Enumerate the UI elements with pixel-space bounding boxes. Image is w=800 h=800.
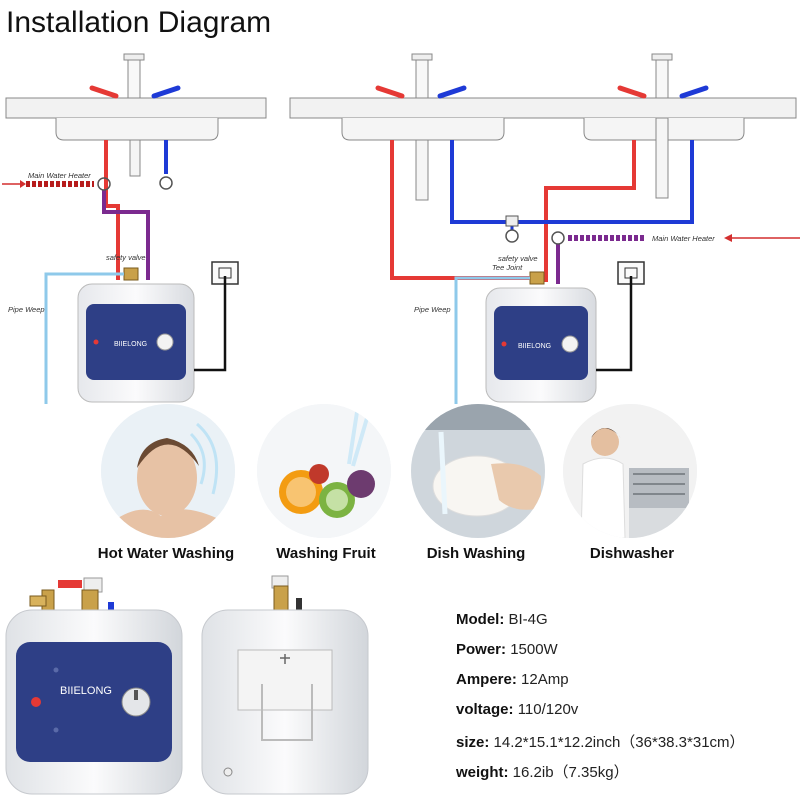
heater-panel-2 [494, 306, 588, 380]
hot-pipe [104, 140, 120, 280]
tee-fitting-icon [505, 215, 519, 227]
installation-diagram: Main Water Heater safety valve Pipe Weep… [2, 53, 800, 404]
power-cord [194, 276, 227, 372]
safety-valve-label-2: safety valve [498, 254, 538, 263]
pipe-weep-label-2: Pipe Weep [414, 305, 451, 314]
drain-pipe [129, 139, 141, 177]
temperature-dial-icon [121, 687, 151, 717]
safety-valve-icon [123, 267, 139, 281]
heater-front-view: BIIELONG [5, 577, 183, 795]
spec-power: Power: 1500W [456, 641, 558, 658]
safety-valve-label: safety valve [106, 253, 146, 262]
hot-pipe-right [544, 140, 636, 282]
pipe-weep-label: Pipe Weep [8, 305, 45, 314]
cold-handle [151, 85, 181, 99]
heater-brand: BIIELONG [114, 341, 147, 348]
temperature-knob-icon [156, 333, 174, 351]
hot-handle [89, 85, 119, 99]
spec-voltage: voltage: 110/120v [456, 701, 579, 718]
countertop-double [289, 97, 797, 119]
valve-icon [97, 177, 111, 191]
spec-model: Model: BI-4G [456, 611, 548, 628]
cold-valve-icon [159, 176, 173, 190]
left-sink-setup: Main Water Heater safety valve Pipe Weep… [2, 53, 267, 404]
cold-pipe-loop [450, 140, 694, 224]
heater-front-brand: BIIELONG [60, 685, 112, 697]
mixed-pipe [102, 190, 150, 280]
safety-valve-icon-2 [529, 271, 545, 285]
spec-weight: weight: 16.2ib（7.35kg） [456, 764, 629, 781]
usecase-label-washing-fruit: Washing Fruit [276, 545, 376, 562]
usecase-label-dish-washing: Dish Washing [426, 545, 526, 562]
main-heater-label: Main Water Heater [28, 171, 91, 180]
right-sink-setup: Main Water Heater safety valve Tee Joint… [289, 53, 800, 404]
dish-washing-photo [411, 404, 545, 538]
usecase-label-dishwasher: Dishwasher [589, 545, 675, 562]
tee-joint-label: Tee Joint [492, 263, 523, 272]
faucet [127, 55, 141, 99]
sink-basin-left [341, 118, 505, 141]
weep-pipe [44, 272, 124, 404]
countertop [5, 97, 267, 119]
heater-brand-2: BIIELONG [518, 343, 551, 350]
dishwasher-photo [563, 404, 697, 538]
washing-fruit-photo [257, 404, 391, 538]
page-title: Installation Diagram [6, 6, 272, 39]
spec-size: size: 14.2*15.1*12.2inch（36*38.3*31cm） [456, 734, 745, 751]
weep-pipe-2 [454, 276, 530, 404]
faucet-right [655, 55, 669, 99]
main-heater-label-2: Main Water Heater [652, 234, 715, 243]
spec-ampere: Ampere: 12Amp [456, 671, 569, 688]
power-cord-2 [596, 276, 633, 372]
power-indicator-icon [31, 697, 41, 707]
temperature-knob-icon-2 [561, 335, 579, 353]
cold-valve-icon-2 [505, 229, 519, 243]
heater-back-view [201, 575, 369, 795]
hot-water-washing-photo [101, 404, 235, 538]
heater-panel [86, 304, 186, 380]
sink-basin [55, 118, 219, 141]
usecase-label-hot-water-washing: Hot Water Washing [97, 545, 235, 562]
product-photos: BIIELONG [5, 575, 369, 795]
faucet-left [415, 55, 429, 99]
